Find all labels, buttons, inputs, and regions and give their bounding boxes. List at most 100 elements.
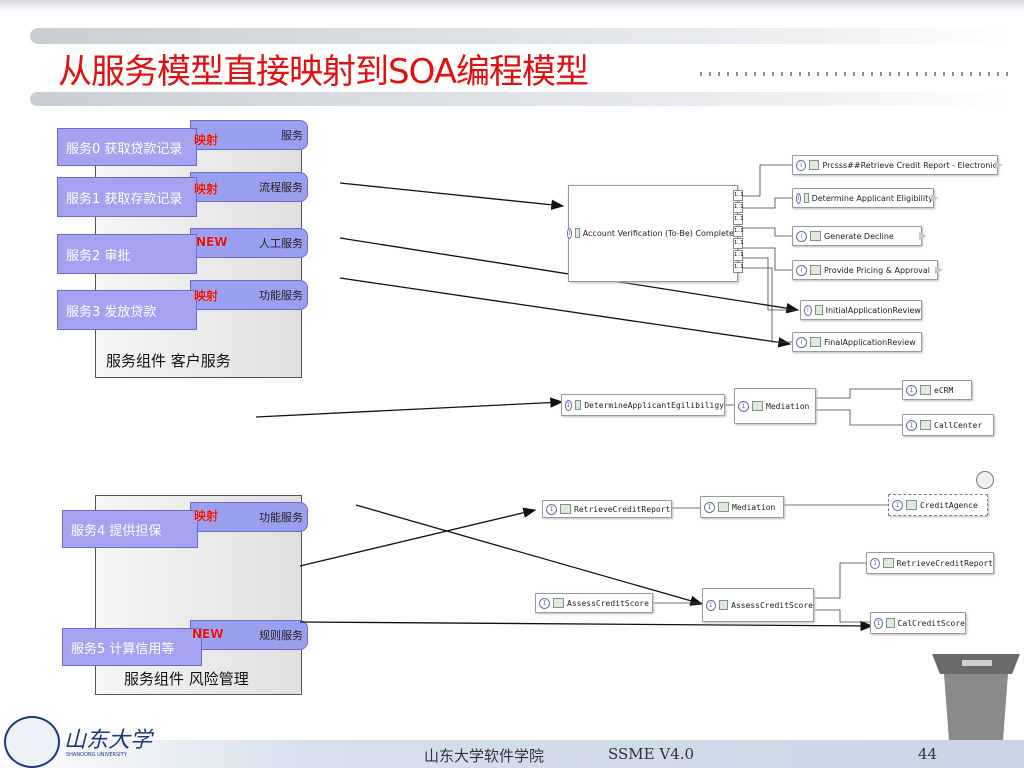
process-label: I Account Verification (To-Be) Complete (567, 227, 734, 239)
port-column: 1..1 1..1 1..1 1..1 1..1 1..1 1..1 (733, 190, 744, 273)
service-type-tab: 功能服务 (190, 280, 308, 310)
interface-icon: I (738, 400, 749, 412)
mapping-arrow (339, 277, 792, 348)
port-marker: 1..1 (733, 214, 744, 225)
interface-icon: I (870, 557, 881, 569)
port-marker: 1..1 (733, 262, 744, 273)
import-icon (810, 265, 821, 275)
export-icon (574, 400, 582, 410)
account-verification-process[interactable] (568, 185, 738, 282)
mapping-arrow (255, 397, 564, 418)
interface-icon: I (704, 501, 715, 513)
footer-school: 山东大学软件学院 (424, 747, 545, 765)
export-icon (553, 598, 564, 608)
import-icon (906, 500, 917, 510)
university-logo-subtext: SHANDONG UNIVERSITY (66, 752, 127, 758)
human-task-icon (810, 337, 821, 347)
interface-icon: I (796, 336, 807, 348)
interface-icon: I (892, 499, 903, 511)
mapping-badge: 映射 (194, 509, 219, 523)
service-box[interactable]: 服务5 计算信用等 (62, 628, 202, 666)
import-icon (809, 160, 820, 170)
rule-icon (885, 618, 895, 628)
port-marker: 1..1 (733, 226, 744, 237)
component-label: 服务组件 客户服务 (106, 352, 231, 370)
service-type-tab: 服务 (190, 120, 308, 150)
port-marker: 1..1 (733, 190, 744, 201)
interface-icon: I (539, 597, 550, 609)
interface-icon: I (796, 192, 801, 204)
mediation-icon (718, 502, 729, 512)
footer-bar (0, 740, 1024, 768)
mapping-arrow (299, 620, 874, 632)
top-decoration-bar (0, 0, 1024, 12)
service-box[interactable]: 服务4 提供担保 (62, 510, 198, 548)
process-icon (574, 228, 580, 238)
export-icon (560, 504, 571, 514)
interface-icon: I (906, 384, 917, 396)
component-icon (718, 600, 729, 610)
port-marker: 1..1 (733, 250, 744, 261)
slide-title: 从服务模型直接映射到SOA编程模型 (58, 52, 589, 92)
new-badge: NEW (196, 235, 228, 249)
mapping-arrow (299, 507, 537, 567)
service-type-tab: 流程服务 (190, 172, 308, 202)
service-box[interactable]: 服务1 获取存款记录 (57, 177, 197, 217)
interface-icon: I (796, 230, 807, 242)
interface-icon: I (565, 399, 572, 411)
mapping-badge: 映射 (194, 289, 219, 303)
university-seal-icon (4, 716, 60, 768)
interface-icon: I (546, 503, 557, 515)
palette-icon[interactable] (976, 471, 994, 489)
interface-icon: I (796, 159, 807, 171)
service-type-tab: 功能服务 (190, 502, 308, 532)
import-icon (920, 385, 931, 395)
interface-icon: I (906, 419, 917, 431)
service-box[interactable]: 服务3 发放贷款 (57, 290, 197, 330)
footer-version: SSME V4.0 (608, 745, 695, 763)
mapping-badge: 映射 (194, 133, 219, 147)
port-marker: 1..1 (733, 202, 744, 213)
service-box[interactable]: 服务0 获取贷款记录 (57, 128, 197, 166)
port-marker: 1..1 (733, 238, 744, 249)
mediation-icon (752, 401, 763, 411)
new-badge: NEW (192, 627, 224, 641)
service-box[interactable]: 服务2 审批 (57, 234, 197, 274)
service-type-tab: 人工服务 (190, 228, 308, 258)
mapping-arrow (339, 182, 565, 210)
interface-icon: I (804, 304, 812, 316)
interface-icon: I (567, 227, 572, 239)
title-lower-band (30, 92, 1010, 106)
title-upper-band (30, 28, 1010, 44)
mapping-arrow (355, 504, 704, 606)
service-type-tab: 规则服务 (190, 620, 308, 650)
podium-image (932, 654, 1020, 754)
import-icon (883, 558, 894, 568)
import-icon (920, 420, 931, 430)
page-number: 44 (918, 745, 938, 763)
import-icon (803, 193, 809, 203)
interface-icon: I (874, 617, 883, 629)
mapping-badge: 映射 (194, 182, 219, 196)
interface-icon: I (706, 599, 716, 611)
component-label: 服务组件 风险管理 (124, 670, 249, 688)
import-icon (810, 231, 821, 241)
